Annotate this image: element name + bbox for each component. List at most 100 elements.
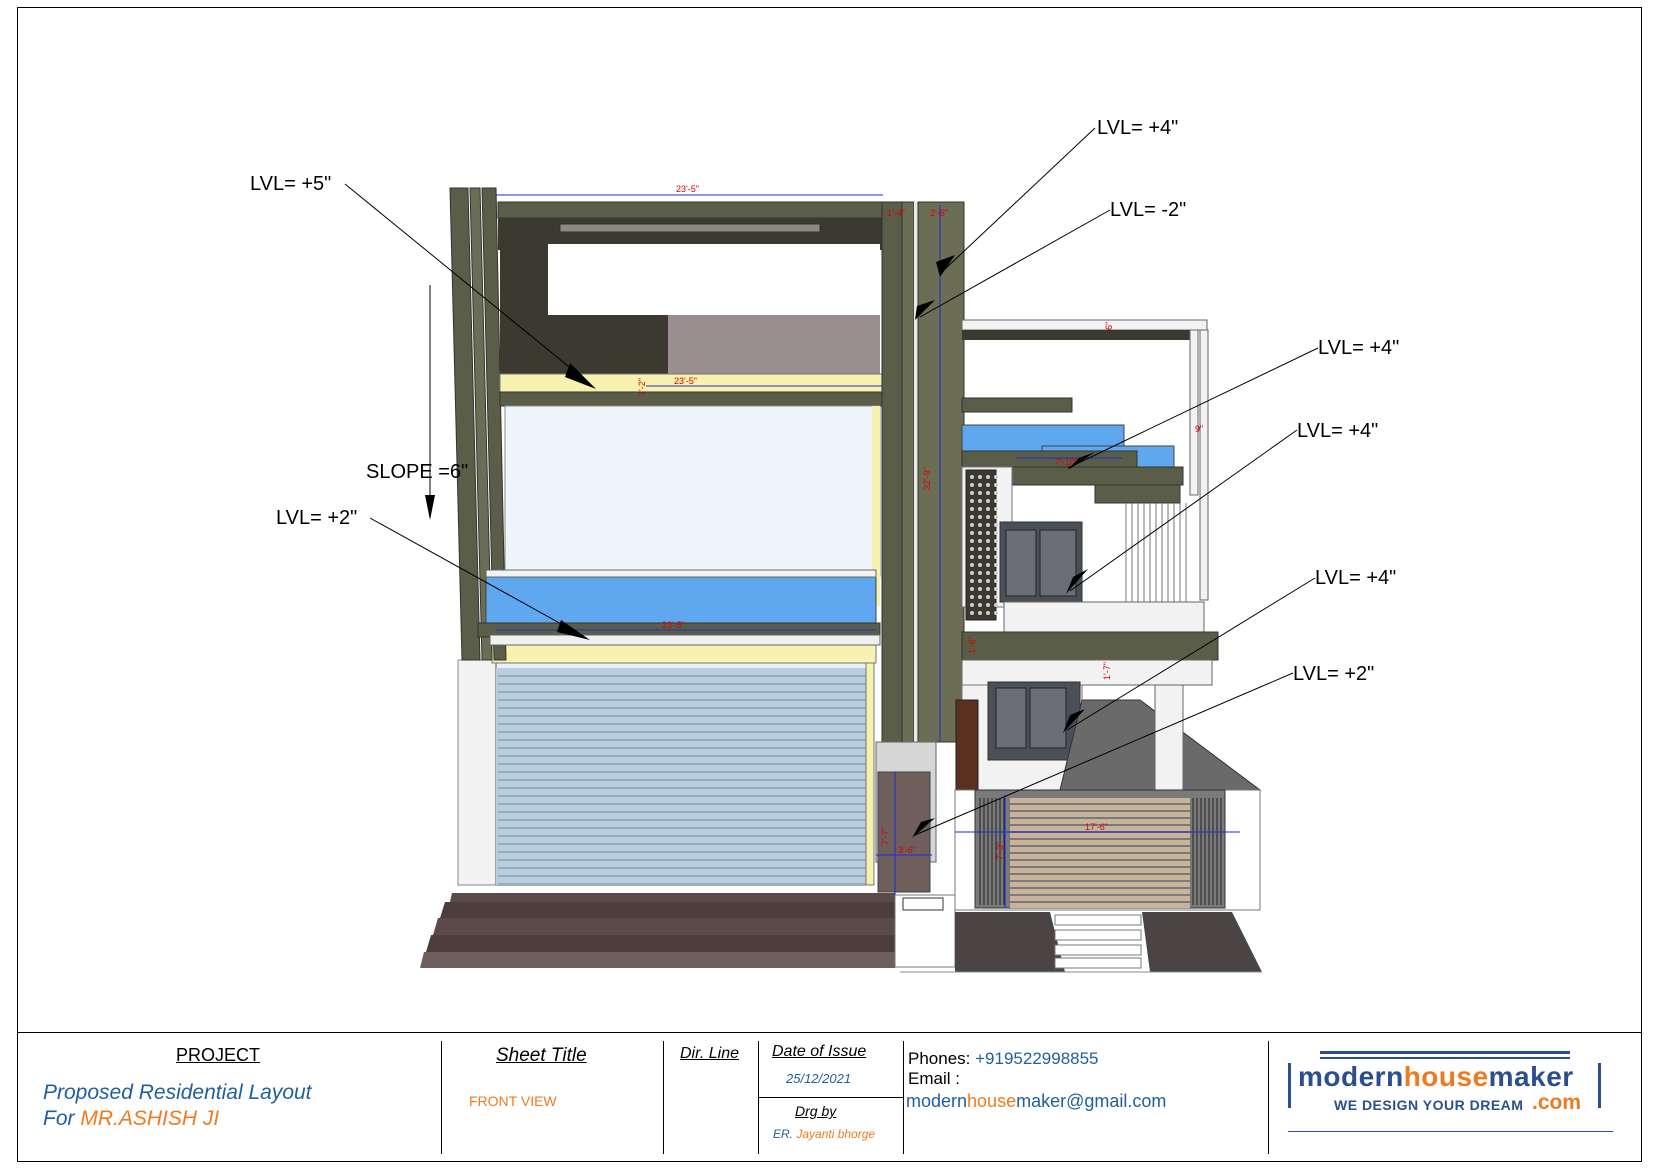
logo-wordmark: modernhousemaker	[1298, 1061, 1574, 1093]
gate-slat	[1010, 812, 1190, 817]
jali-hole	[970, 579, 974, 583]
dim-small-4: 1'-6"	[967, 636, 977, 654]
jali-hole	[986, 547, 990, 551]
gate-slat	[1010, 833, 1190, 838]
jali-hole	[986, 523, 990, 527]
email-label: Email :	[908, 1069, 960, 1088]
jali-hole	[970, 523, 974, 527]
dim-top-width: 23'-5"	[676, 184, 699, 194]
client-name: MR.ASHISH JI	[80, 1107, 220, 1130]
mid-blue-parapet	[485, 574, 877, 624]
level-leaders	[344, 127, 1319, 836]
ground-floor-left-wall	[457, 659, 497, 886]
jali-hole	[978, 571, 982, 575]
jali-hole	[986, 507, 990, 511]
jali-hole	[970, 571, 974, 575]
dim-small-3: 1'-2"	[637, 378, 647, 396]
gate-slat	[1010, 854, 1190, 859]
first-floor-white-band	[961, 659, 1213, 686]
jali-hole	[970, 547, 974, 551]
jali-hole	[986, 611, 990, 615]
gate-slat	[1010, 847, 1190, 852]
gate-slat	[1010, 805, 1190, 810]
gate-slats	[979, 798, 1222, 908]
dim-door-height: 7'-7"	[880, 827, 890, 845]
jali-hole	[970, 475, 974, 479]
level-label-2: LVL= +4"	[1097, 117, 1178, 139]
jali-hole	[978, 579, 982, 583]
dim-small-2: 9"	[1195, 424, 1203, 434]
gate-slat	[1010, 889, 1190, 894]
dim-small-1: 6"	[1104, 322, 1114, 330]
jali-hole	[970, 603, 974, 607]
shutter-frame-right	[865, 659, 875, 886]
driveway-left	[955, 912, 1065, 972]
upper-balcony-slab-3	[1094, 484, 1181, 504]
drawing-sheet-border	[17, 7, 1642, 1162]
project-line-1: Proposed Residential Layout	[43, 1081, 312, 1104]
jali-hole	[970, 555, 974, 559]
project-heading: PROJECT	[176, 1045, 261, 1065]
dim-parapet-height: 1'-7"	[1102, 662, 1112, 680]
jali-hole	[978, 475, 982, 479]
jali-hole	[986, 475, 990, 479]
jali-hole	[986, 555, 990, 559]
shutter-header	[491, 644, 877, 664]
mauve-wall	[668, 315, 880, 375]
right-post-2	[1199, 329, 1209, 601]
gate-slat	[1010, 868, 1190, 873]
gate-slat	[1010, 882, 1190, 887]
upper-balcony-slab-2	[1007, 466, 1184, 486]
jali-hole	[986, 587, 990, 591]
phones-value[interactable]: +919522998855	[975, 1049, 1099, 1068]
gate-slat	[1010, 840, 1190, 845]
jali-hole	[994, 531, 998, 535]
date-value: 25/12/2021	[786, 1071, 852, 1086]
logo-bracket-left	[1288, 1063, 1291, 1108]
front-elevation-drawing: 23'-5" 23'-5" 23'-5" 32'-9" 7'-7" 3'-6" …	[250, 117, 1399, 973]
jali-hole	[978, 483, 982, 487]
ground-window-pane-2	[1029, 687, 1067, 749]
shutter-slats	[498, 675, 870, 885]
large-glass-window	[504, 405, 881, 577]
jali-hole	[978, 563, 982, 567]
driveway-right	[1142, 912, 1262, 972]
logo-rule-bottom	[1288, 1131, 1613, 1132]
logo-word-3: maker	[1488, 1061, 1574, 1092]
dir-line-heading: Dir. Line	[680, 1045, 739, 1062]
drg-by-value: ER. Jayanti bhorge	[773, 1127, 875, 1141]
gate-step	[1054, 929, 1142, 941]
jali-hole	[994, 491, 998, 495]
phones-label: Phones:	[908, 1049, 971, 1068]
logo-rule-top-2	[1320, 1057, 1570, 1059]
gate-step	[1054, 957, 1142, 969]
jali-hole	[986, 539, 990, 543]
drg-by-prefix: ER.	[773, 1127, 794, 1141]
pergola-top	[961, 319, 1208, 331]
jali-hole	[986, 595, 990, 599]
jali-hole	[994, 555, 998, 559]
jali-hole	[994, 547, 998, 551]
jali-hole	[994, 587, 998, 591]
sheet-title-heading: Sheet Title	[496, 1045, 587, 1066]
jali-hole	[970, 539, 974, 543]
central-pillars	[881, 201, 965, 743]
top-light-fixture	[559, 223, 821, 233]
jali-hole	[970, 515, 974, 519]
contact-cell: Phones: +919522998855 Email : modernhous…	[904, 1033, 1222, 1162]
slope-arrowhead	[425, 495, 435, 520]
jali-hole	[994, 563, 998, 567]
sheet-title-value: FRONT VIEW	[469, 1093, 557, 1109]
level-label-6: LVL= +2"	[276, 507, 357, 529]
mid-white-edge	[489, 634, 881, 646]
phones-line: Phones: +919522998855	[908, 1049, 1099, 1069]
email-part-2: house	[967, 1091, 1017, 1111]
gate-slat	[1010, 819, 1190, 824]
level-label-8: LVL= +2"	[1293, 663, 1374, 685]
dim-gate-height: 7'-3"	[995, 842, 1005, 860]
drg-by-name: Jayanti bhorge	[796, 1127, 876, 1141]
upper-window-pane-1	[1005, 529, 1037, 597]
jali-hole	[986, 531, 990, 535]
email-value[interactable]: modernhousemaker@gmail.com	[906, 1091, 1166, 1112]
jali-hole	[994, 595, 998, 599]
